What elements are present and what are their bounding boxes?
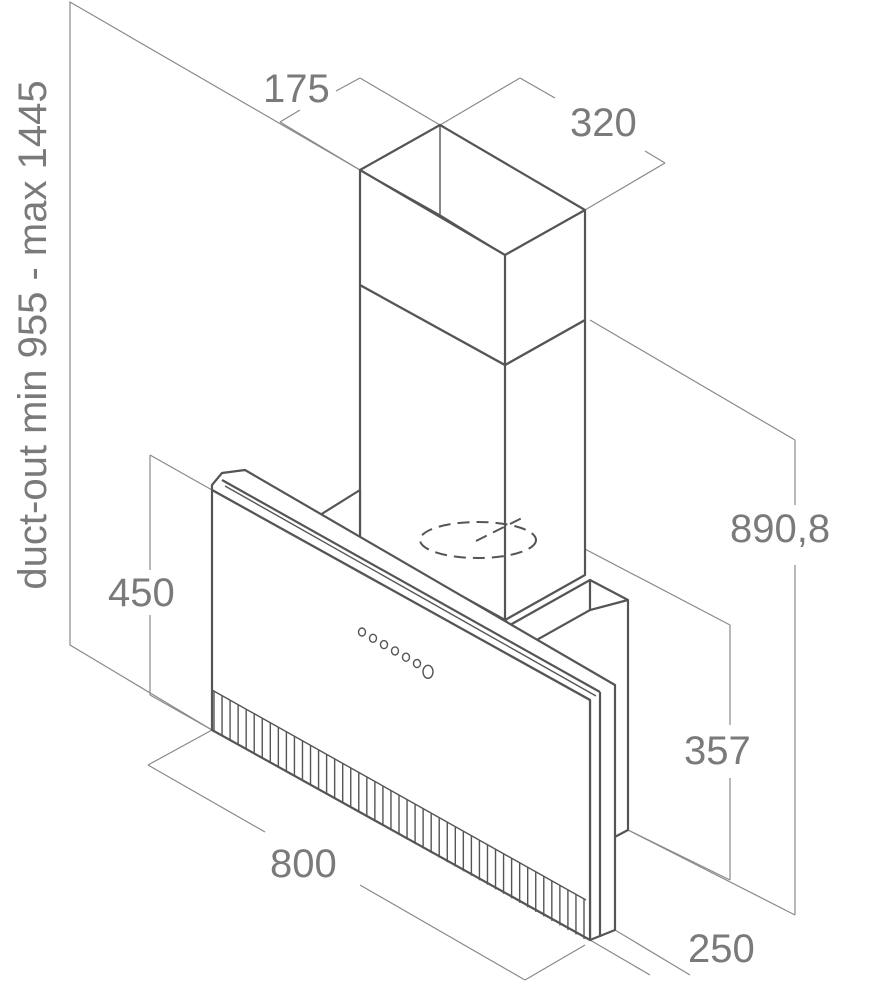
- grille-vents: [211, 689, 587, 939]
- duct-outlet-outline: [419, 521, 537, 559]
- dim-width: 800: [270, 842, 337, 886]
- control-button: [401, 652, 411, 662]
- control-button: [412, 658, 422, 669]
- control-button: [379, 639, 389, 650]
- control-button: [357, 627, 367, 637]
- control-button: [422, 664, 434, 679]
- dim-total-height: 890,8: [730, 507, 830, 551]
- dim-duct-out: duct-out min 955 - max 1445: [11, 80, 55, 589]
- dimension-lines: [69, 0, 796, 981]
- glass-panel: [210, 468, 617, 942]
- control-button: [390, 646, 400, 656]
- control-buttons: [357, 627, 434, 679]
- dim-body-height: 357: [684, 729, 751, 773]
- dim-panel-height: 450: [108, 571, 175, 615]
- chimney: [358, 123, 587, 622]
- dim-chimney-width: 320: [570, 101, 637, 145]
- dim-chimney-depth: 175: [263, 67, 330, 111]
- dim-depth: 250: [688, 927, 755, 971]
- control-button: [368, 633, 378, 643]
